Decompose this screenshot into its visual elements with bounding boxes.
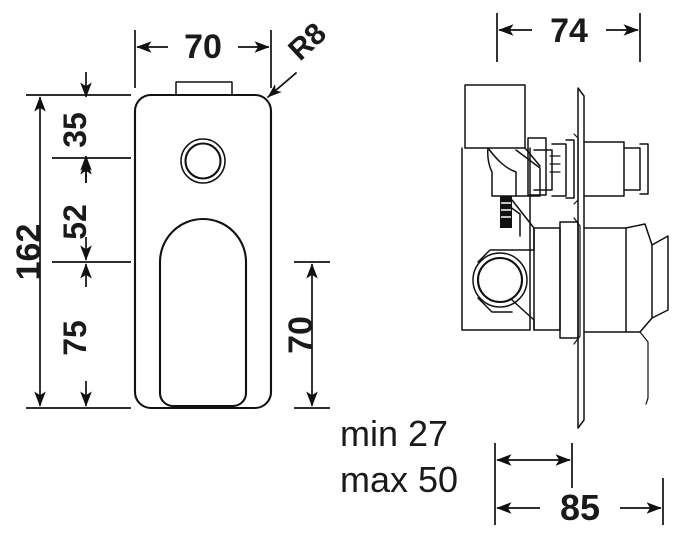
side-view-handle-lever-body	[625, 223, 653, 333]
side-view-retaining-ring-inner	[476, 256, 524, 304]
side-view-ring-support-upper	[477, 249, 513, 263]
side-view-plate-seal-lower	[573, 217, 581, 345]
side-view-lower-body-block	[461, 147, 531, 331]
side-view-diverter-ring	[551, 143, 567, 197]
note-wall-depth-min: min 27	[340, 413, 448, 454]
side-view-lower-flare-upper	[511, 199, 535, 251]
dimension-front-vertical-stack: 162 35 52 75	[10, 72, 131, 409]
side-view-plate-seal-upper	[573, 133, 579, 205]
dim-label-front-button-to-handle: 52	[57, 204, 93, 240]
side-view-wall-plate	[577, 87, 585, 429]
dim-label-front-handle-height: 70	[282, 316, 320, 354]
side-view-diverter-flare	[487, 147, 517, 197]
side-view-retaining-ring-outer	[472, 252, 528, 308]
side-view-diverter-cap-neck	[623, 147, 641, 191]
dim-label-front-overall-height: 162	[10, 224, 48, 281]
annotation-wall-depth-range: min 27 max 50	[340, 413, 458, 500]
side-view-cartridge-collar	[559, 221, 579, 339]
dim-label-front-handle-zone: 75	[57, 320, 93, 356]
side-view-diverter-cap	[639, 143, 649, 195]
side-view-upper-body-block	[464, 84, 526, 149]
side-view-diverter-stem	[583, 141, 625, 197]
dimension-front-width: 70	[134, 28, 272, 88]
side-view-diverter-barrel	[533, 149, 553, 191]
side-view-cartridge-housing	[533, 227, 561, 331]
diverter-button-inner-ring	[184, 142, 222, 180]
front-view-top-tab	[175, 81, 233, 96]
dim-label-front-width: 70	[184, 28, 222, 66]
dim-label-side-body-depth: 74	[550, 12, 588, 50]
dimension-side-overall-depth: 85	[496, 478, 664, 528]
front-view-face-plate	[133, 93, 273, 410]
dim-label-front-top-to-button: 35	[57, 112, 93, 148]
side-view-setscrew-body	[500, 196, 512, 228]
side-view-handle-lever-tail	[639, 331, 649, 405]
dim-label-corner-radius: R8	[282, 17, 333, 67]
annotation-corner-radius: R8	[267, 17, 333, 98]
side-view-diverter-collar	[527, 137, 547, 196]
side-view-handle-lever-tip	[651, 235, 669, 319]
dimension-handle-height: 70	[282, 261, 330, 409]
dimension-side-body-depth: 74	[496, 12, 641, 62]
dim-label-side-overall-depth: 85	[560, 487, 600, 528]
diverter-button-outer-ring	[180, 138, 226, 184]
side-view-diverter-boss	[565, 139, 575, 199]
side-view-ring-support-lower	[477, 297, 513, 313]
note-wall-depth-max: max 50	[340, 459, 458, 500]
front-view-geometry	[133, 81, 273, 410]
dimension-wall-depth-extent	[494, 443, 573, 525]
lever-handle-outline	[158, 218, 248, 408]
side-view-lower-flare-lower	[511, 299, 535, 331]
side-view-geometry	[461, 84, 669, 429]
side-view-handle-hub	[583, 227, 627, 333]
